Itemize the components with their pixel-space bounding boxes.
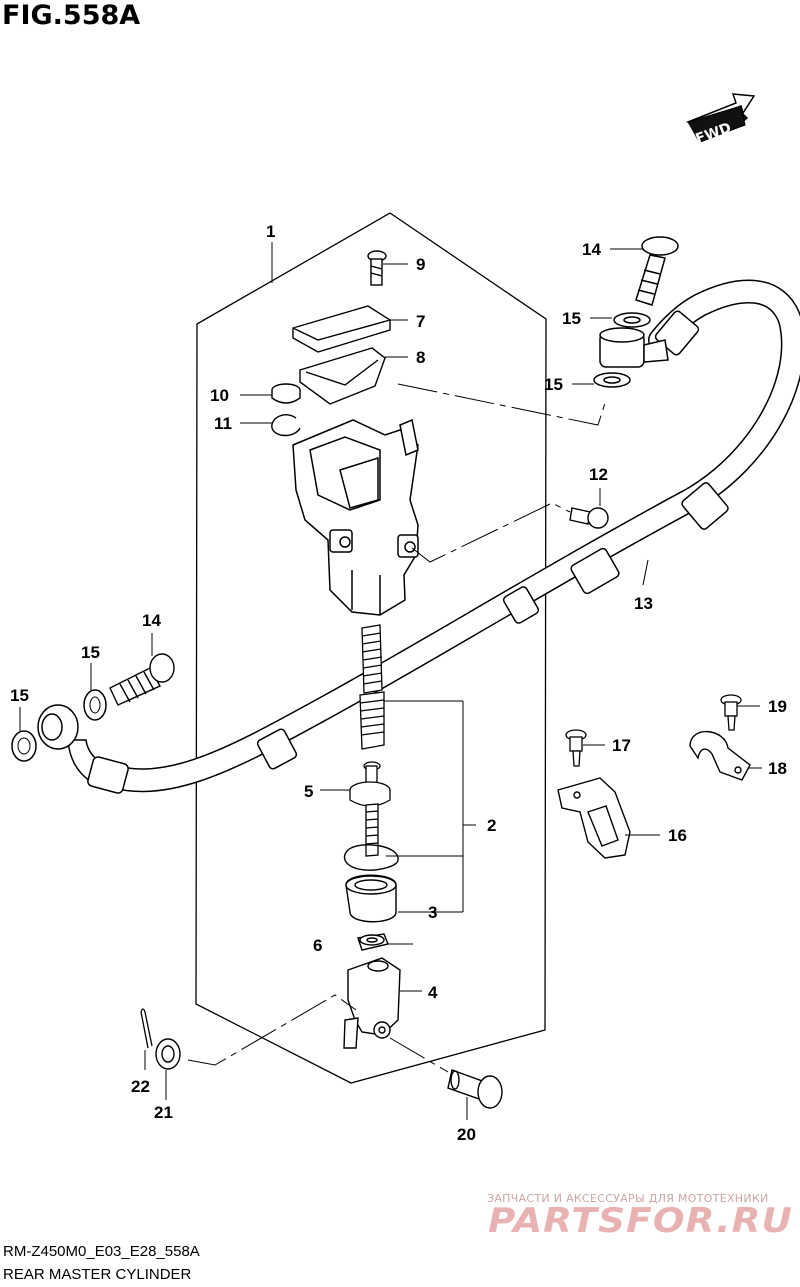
callout-4: 4 bbox=[428, 983, 438, 1002]
callout-10: 10 bbox=[210, 386, 229, 405]
callout-3: 3 bbox=[428, 903, 437, 922]
model-code: RM-Z450M0_E03_E28_558A bbox=[3, 1243, 200, 1260]
callout-15-top-a: 15 bbox=[562, 309, 581, 328]
push-rod bbox=[349, 761, 391, 857]
callout-14-top: 14 bbox=[582, 240, 601, 259]
callout-11: 11 bbox=[214, 414, 232, 433]
clevis-pin bbox=[447, 1069, 503, 1109]
callout-5: 5 bbox=[304, 782, 313, 801]
callout-16: 16 bbox=[668, 826, 687, 845]
nut-6 bbox=[357, 933, 389, 951]
callout-21: 21 bbox=[154, 1103, 173, 1122]
banjo-fitting-right bbox=[593, 236, 679, 388]
bolt-17 bbox=[565, 729, 587, 767]
fwd-arrow-icon: FWD bbox=[685, 93, 756, 148]
piston-spring bbox=[359, 624, 385, 750]
callout-1: 1 bbox=[266, 222, 275, 241]
callout-15-left-a: 15 bbox=[81, 643, 100, 662]
clevis bbox=[343, 957, 401, 1049]
bolt-19 bbox=[720, 694, 742, 731]
callout-2: 2 bbox=[487, 816, 496, 835]
callout-18: 18 bbox=[768, 759, 787, 778]
callouts: 1 9 7 8 10 11 14 15 15 12 13 14 15 15 5 … bbox=[10, 222, 787, 1144]
banjo-bolt-left bbox=[109, 653, 175, 706]
washer-21 bbox=[155, 1038, 181, 1070]
brake-hose bbox=[83, 279, 800, 793]
leader-lines bbox=[19, 242, 762, 1120]
callout-14-left: 14 bbox=[142, 611, 161, 630]
bolt-12 bbox=[569, 507, 609, 529]
svg-text:PARTSFOR.RU: PARTSFOR.RU bbox=[488, 1201, 793, 1241]
callout-9: 9 bbox=[416, 255, 425, 274]
reservoir-cap-parts bbox=[271, 250, 391, 437]
banjo-fitting-left bbox=[37, 704, 129, 794]
assembly-outline bbox=[195, 212, 547, 1084]
master-cylinder-body bbox=[292, 418, 419, 616]
callout-13: 13 bbox=[634, 594, 653, 613]
callout-7: 7 bbox=[416, 312, 425, 331]
callout-20: 20 bbox=[457, 1125, 476, 1144]
callout-19: 19 bbox=[768, 697, 787, 716]
clamp-16 bbox=[557, 777, 631, 859]
callout-17: 17 bbox=[612, 736, 631, 755]
callout-8: 8 bbox=[416, 348, 425, 367]
callout-6: 6 bbox=[313, 936, 322, 955]
watermark-logo: PARTSFOR.RU bbox=[488, 1201, 793, 1241]
callout-22: 22 bbox=[131, 1077, 150, 1096]
callout-12: 12 bbox=[589, 465, 608, 484]
callout-15-left-b: 15 bbox=[10, 686, 29, 705]
figure-title: FIG.558A bbox=[2, 0, 141, 31]
callout-15-top-b: 15 bbox=[544, 375, 563, 394]
watermark-tagline: ЗАПЧАСТИ И АКСЕССУАРЫ ДЛЯ МОТОТЕХНИКИ bbox=[487, 1192, 769, 1205]
cotter-pin bbox=[140, 1008, 153, 1049]
circlip-and-boot bbox=[343, 844, 399, 923]
diagram-caption: REAR MASTER CYLINDER bbox=[3, 1266, 192, 1283]
clamp-18 bbox=[689, 730, 751, 781]
